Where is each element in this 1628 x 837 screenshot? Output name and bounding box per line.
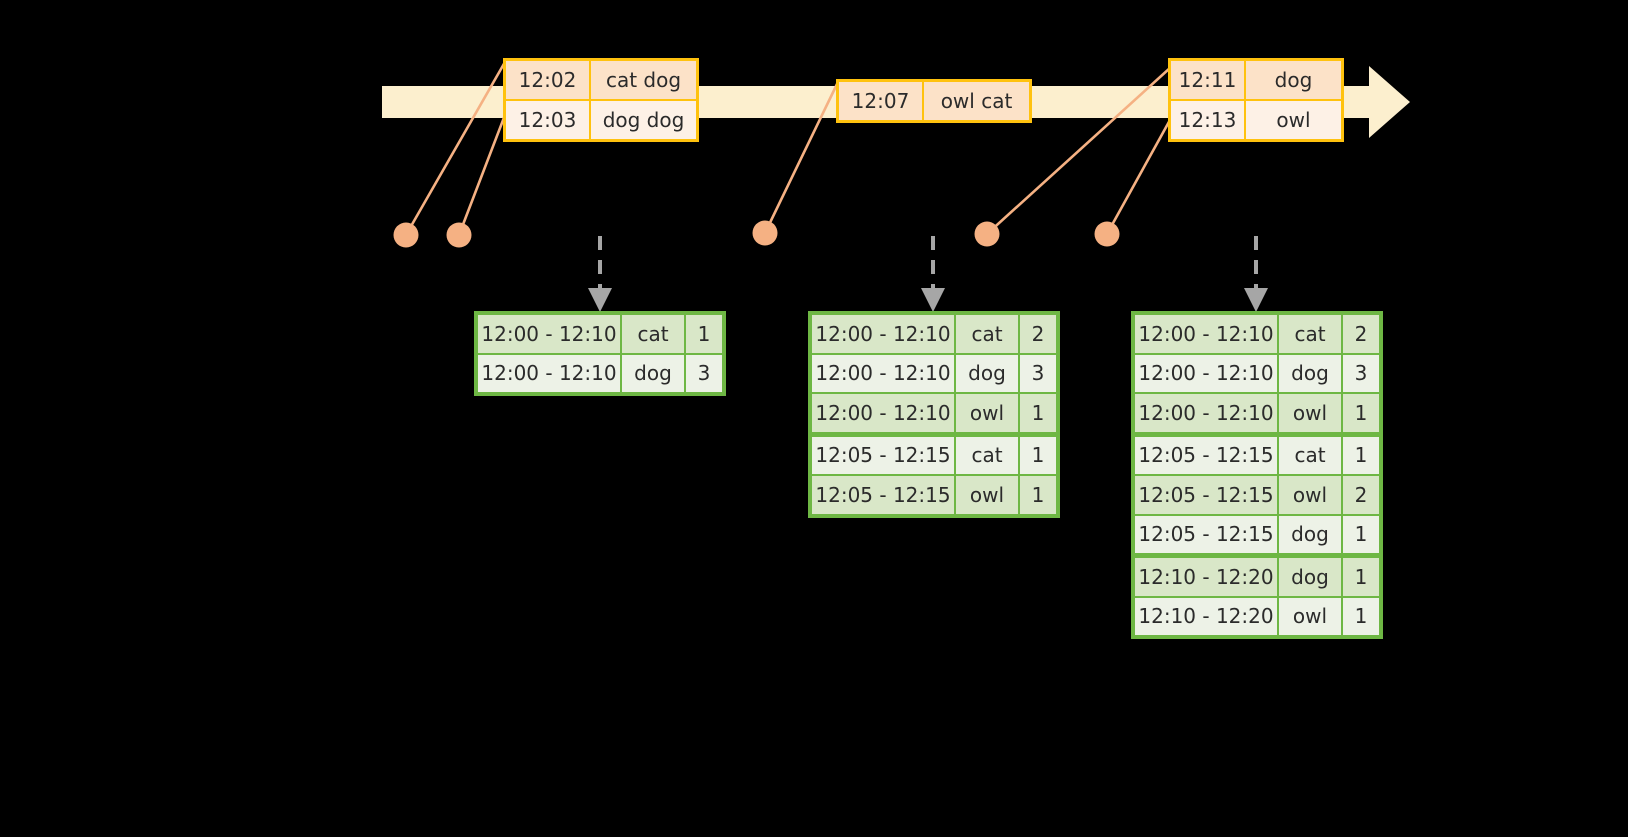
- word-cell: owl: [1279, 476, 1341, 514]
- window-cell: 12:00 - 12:10: [1135, 315, 1277, 353]
- count-cell: 1: [686, 315, 722, 353]
- result-table-3[interactable]: 12:00 - 12:10 cat 2 12:00 - 12:10 dog 3 …: [1131, 311, 1383, 639]
- event-time: 12:03: [506, 101, 591, 139]
- event-words: dog dog: [602, 108, 685, 132]
- count-cell: 3: [1020, 354, 1056, 392]
- table-row[interactable]: 12:00 - 12:10 dog 3: [1135, 354, 1379, 392]
- window-cell: 12:00 - 12:10: [478, 354, 620, 392]
- count-cell: 3: [686, 354, 722, 392]
- word-cell: owl: [956, 394, 1018, 432]
- count-cell: 3: [1343, 354, 1379, 392]
- count-cell: 2: [1343, 315, 1379, 353]
- window-cell: 12:05 - 12:15: [1135, 436, 1277, 474]
- count-cell: 1: [1020, 436, 1056, 474]
- emit-arrow-2: [921, 236, 945, 312]
- table-row[interactable]: 12:00 - 12:10 dog 3: [478, 354, 722, 392]
- word-cell: dog: [1279, 354, 1341, 392]
- event-box-3[interactable]: 12:11 dog 12:13 owl: [1168, 58, 1344, 142]
- window-cell: 12:00 - 12:10: [478, 315, 620, 353]
- event-words: owl cat: [940, 89, 1013, 113]
- word-cell: cat: [1279, 315, 1341, 353]
- event-time: 12:11: [1171, 61, 1246, 99]
- event-dot-4: [974, 221, 1000, 247]
- emit-arrows: [588, 236, 1268, 312]
- table-row[interactable]: 12:05 - 12:15 cat 1: [1135, 436, 1379, 474]
- word-cell: dog: [956, 354, 1018, 392]
- window-cell: 12:10 - 12:20: [1135, 597, 1277, 635]
- table-row[interactable]: 12:00 - 12:10 dog 3: [812, 354, 1056, 392]
- count-cell: 2: [1343, 476, 1379, 514]
- word-cell: cat: [1279, 436, 1341, 474]
- table-row[interactable]: 12:05 - 12:15 owl 1: [812, 476, 1056, 514]
- table-row[interactable]: 12:00 - 12:10 cat 1: [478, 315, 722, 353]
- word-cell: cat: [956, 436, 1018, 474]
- window-cell: 12:05 - 12:15: [812, 436, 954, 474]
- result-table-1[interactable]: 12:00 - 12:10 cat 1 12:00 - 12:10 dog 3: [474, 311, 726, 396]
- window-cell: 12:00 - 12:10: [812, 315, 954, 353]
- window-cell: 12:05 - 12:15: [812, 476, 954, 514]
- window-cell: 12:05 - 12:15: [1135, 476, 1277, 514]
- event-row[interactable]: 12:03 dog dog: [506, 99, 696, 139]
- event-time: 12:07: [839, 82, 924, 120]
- result-table-2[interactable]: 12:00 - 12:10 cat 2 12:00 - 12:10 dog 3 …: [808, 311, 1060, 518]
- event-box-1[interactable]: 12:02 cat dog 12:03 dog dog: [503, 58, 699, 142]
- event-time: 12:13: [1171, 101, 1246, 139]
- count-cell: 1: [1020, 476, 1056, 514]
- word-cell: dog: [1279, 515, 1341, 553]
- event-dot-1: [393, 222, 419, 248]
- event-dot-3: [752, 220, 778, 246]
- window-cell: 12:00 - 12:10: [812, 354, 954, 392]
- event-dot-2: [446, 222, 472, 248]
- event-words: dog: [1274, 68, 1313, 92]
- emit-arrow-1: [588, 236, 612, 312]
- event-time: 12:02: [506, 61, 591, 99]
- word-cell: owl: [956, 476, 1018, 514]
- table-row[interactable]: 12:05 - 12:15 dog 1: [1135, 515, 1379, 553]
- table-row[interactable]: 12:00 - 12:10 owl 1: [1135, 394, 1379, 432]
- count-cell: 1: [1343, 515, 1379, 553]
- word-cell: owl: [1279, 394, 1341, 432]
- window-cell: 12:00 - 12:10: [1135, 354, 1277, 392]
- table-row[interactable]: 12:05 - 12:15 owl 2: [1135, 476, 1379, 514]
- count-cell: 1: [1343, 436, 1379, 474]
- word-cell: cat: [622, 315, 684, 353]
- event-row[interactable]: 12:13 owl: [1171, 99, 1341, 139]
- emit-arrow-3: [1244, 236, 1268, 312]
- count-cell: 2: [1020, 315, 1056, 353]
- event-dots: [393, 220, 1120, 248]
- count-cell: 1: [1343, 394, 1379, 432]
- count-cell: 1: [1343, 597, 1379, 635]
- table-row[interactable]: 12:00 - 12:10 cat 2: [812, 315, 1056, 353]
- table-row[interactable]: 12:00 - 12:10 owl 1: [812, 394, 1056, 432]
- event-dot-5: [1094, 221, 1120, 247]
- word-cell: dog: [1279, 558, 1341, 596]
- event-row[interactable]: 12:07 owl cat: [839, 82, 1029, 120]
- event-row[interactable]: 12:02 cat dog: [506, 61, 696, 99]
- window-cell: 12:00 - 12:10: [1135, 394, 1277, 432]
- word-cell: owl: [1279, 597, 1341, 635]
- window-cell: 12:10 - 12:20: [1135, 558, 1277, 596]
- count-cell: 1: [1343, 558, 1379, 596]
- event-words: owl: [1276, 108, 1311, 132]
- event-box-2[interactable]: 12:07 owl cat: [836, 79, 1032, 123]
- word-cell: dog: [622, 354, 684, 392]
- window-cell: 12:05 - 12:15: [1135, 515, 1277, 553]
- table-row[interactable]: 12:05 - 12:15 cat 1: [812, 436, 1056, 474]
- count-cell: 1: [1020, 394, 1056, 432]
- event-row[interactable]: 12:11 dog: [1171, 61, 1341, 99]
- table-row[interactable]: 12:00 - 12:10 cat 2: [1135, 315, 1379, 353]
- word-cell: cat: [956, 315, 1018, 353]
- event-words: cat dog: [605, 68, 682, 92]
- window-cell: 12:00 - 12:10: [812, 394, 954, 432]
- table-row[interactable]: 12:10 - 12:20 dog 1: [1135, 558, 1379, 596]
- table-row[interactable]: 12:10 - 12:20 owl 1: [1135, 597, 1379, 635]
